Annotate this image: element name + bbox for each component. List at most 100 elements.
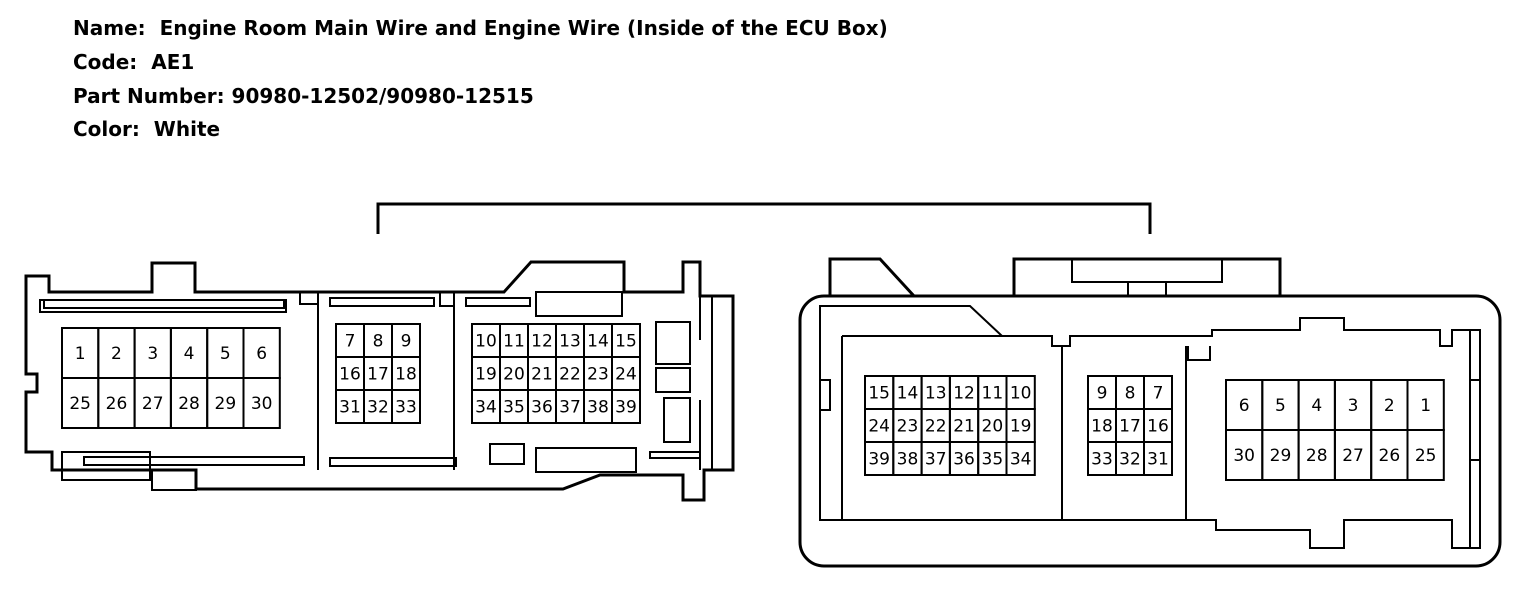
right-terminal-32: 32: [1119, 450, 1141, 470]
right-terminal-24: 24: [868, 417, 890, 437]
left-terminal-17: 17: [367, 365, 389, 385]
left-terminal-35: 35: [503, 398, 525, 418]
right-terminal-17: 17: [1119, 417, 1141, 437]
left-terminal-8: 8: [373, 332, 384, 352]
left-terminal-28: 28: [178, 394, 200, 414]
part-number: Part Number: 90980-12502/90980-12515: [73, 84, 534, 108]
left-side-key-1: [655, 321, 691, 365]
right-top-latch-inner: [1071, 259, 1223, 296]
right-terminal-26: 26: [1379, 446, 1401, 466]
left-terminal-39: 39: [615, 398, 637, 418]
right-terminal-31-cell: [1143, 441, 1173, 476]
left-terminal-5: 5: [220, 344, 231, 364]
left-terminal-33-cell: [391, 389, 421, 424]
right-terminal-13: 13: [925, 384, 947, 404]
connector-name: Name: Engine Room Main Wire and Engine W…: [73, 16, 888, 40]
left-bottom-rail-b: [329, 457, 457, 467]
left-terminal-24: 24: [615, 365, 637, 385]
connector-code: Code: AE1: [73, 50, 195, 74]
right-terminal-9: 9: [1097, 384, 1108, 404]
right-terminal-30: 30: [1233, 446, 1255, 466]
left-terminal-27: 27: [142, 394, 164, 414]
left-terminal-15: 15: [615, 332, 637, 352]
left-terminal-34: 34: [475, 398, 497, 418]
left-connector-outline: [24, 260, 735, 502]
left-terminal-26: 26: [106, 394, 128, 414]
right-terminal-18: 18: [1091, 417, 1113, 437]
right-terminal-7: 7: [1153, 384, 1164, 404]
left-terminal-14: 14: [587, 332, 609, 352]
right-terminal-37: 37: [925, 450, 947, 470]
left-terminal-19: 19: [475, 365, 497, 385]
left-bottom-rail-c: [649, 451, 701, 459]
connector-color: Color: White: [73, 117, 221, 141]
right-terminal-6: 6: [1239, 396, 1250, 416]
left-top-rail-c: [465, 297, 531, 307]
right-side-key: [820, 379, 1480, 461]
right-terminal-23: 23: [897, 417, 919, 437]
left-bottom-slot: [489, 443, 525, 465]
right-dividers: [841, 330, 1471, 548]
left-top-rail-b: [329, 297, 435, 307]
left-connector: [24, 260, 735, 502]
left-terminal-12: 12: [531, 332, 553, 352]
left-terminal-9: 9: [401, 332, 412, 352]
left-terminal-4: 4: [184, 344, 195, 364]
right-terminal-25: 25: [1415, 446, 1437, 466]
right-terminal-21: 21: [953, 417, 975, 437]
left-dividers: [299, 292, 713, 470]
right-terminal-39: 39: [868, 450, 890, 470]
right-terminal-36: 36: [953, 450, 975, 470]
right-terminal-35: 35: [982, 450, 1004, 470]
right-terminal-11: 11: [982, 384, 1004, 404]
left-terminal-20: 20: [503, 365, 525, 385]
right-terminal-29: 29: [1270, 446, 1292, 466]
right-inner-frame: [819, 305, 1481, 549]
right-terminal-3: 3: [1348, 396, 1359, 416]
left-terminal-23: 23: [587, 365, 609, 385]
mating-bracket: [376, 202, 1152, 234]
left-terminal-38: 38: [587, 398, 609, 418]
left-terminal-2: 2: [111, 344, 122, 364]
left-terminal-11: 11: [503, 332, 525, 352]
left-bottom-rail: [83, 456, 305, 466]
left-bottom-slot-b: [535, 447, 637, 473]
left-terminal-30: 30: [251, 394, 273, 414]
right-terminal-16: 16: [1147, 417, 1169, 437]
right-terminal-20: 20: [982, 417, 1004, 437]
right-terminal-15: 15: [868, 384, 890, 404]
left-terminal-21: 21: [531, 365, 553, 385]
left-terminal-3: 3: [147, 344, 158, 364]
left-terminal-16: 16: [339, 365, 361, 385]
right-terminal-34-cell: [1005, 441, 1036, 476]
right-top-latch: [828, 257, 1282, 298]
left-side-key-2: [655, 367, 691, 393]
left-terminal-32: 32: [367, 398, 389, 418]
left-terminal-37: 37: [559, 398, 581, 418]
left-terminal-1: 1: [75, 344, 86, 364]
left-terminal-39-cell: [611, 389, 641, 424]
right-terminal-38: 38: [897, 450, 919, 470]
right-terminal-25-cell: [1406, 429, 1445, 481]
right-terminal-10: 10: [1010, 384, 1032, 404]
right-terminal-12: 12: [953, 384, 975, 404]
right-terminal-2: 2: [1384, 396, 1395, 416]
right-terminal-31: 31: [1147, 450, 1169, 470]
left-terminal-18: 18: [395, 365, 417, 385]
right-terminal-33: 33: [1091, 450, 1113, 470]
right-terminal-22: 22: [925, 417, 947, 437]
left-terminal-30-cell: [242, 377, 281, 429]
right-terminal-19: 19: [1010, 417, 1032, 437]
right-terminal-1: 1: [1420, 396, 1431, 416]
left-terminal-31: 31: [339, 398, 361, 418]
left-top-slot: [535, 291, 623, 317]
left-side-key-3: [663, 397, 691, 443]
left-terminal-13: 13: [559, 332, 581, 352]
left-terminal-25: 25: [69, 394, 91, 414]
left-terminal-6: 6: [256, 344, 267, 364]
right-terminal-28: 28: [1306, 446, 1328, 466]
left-terminal-29: 29: [215, 394, 237, 414]
